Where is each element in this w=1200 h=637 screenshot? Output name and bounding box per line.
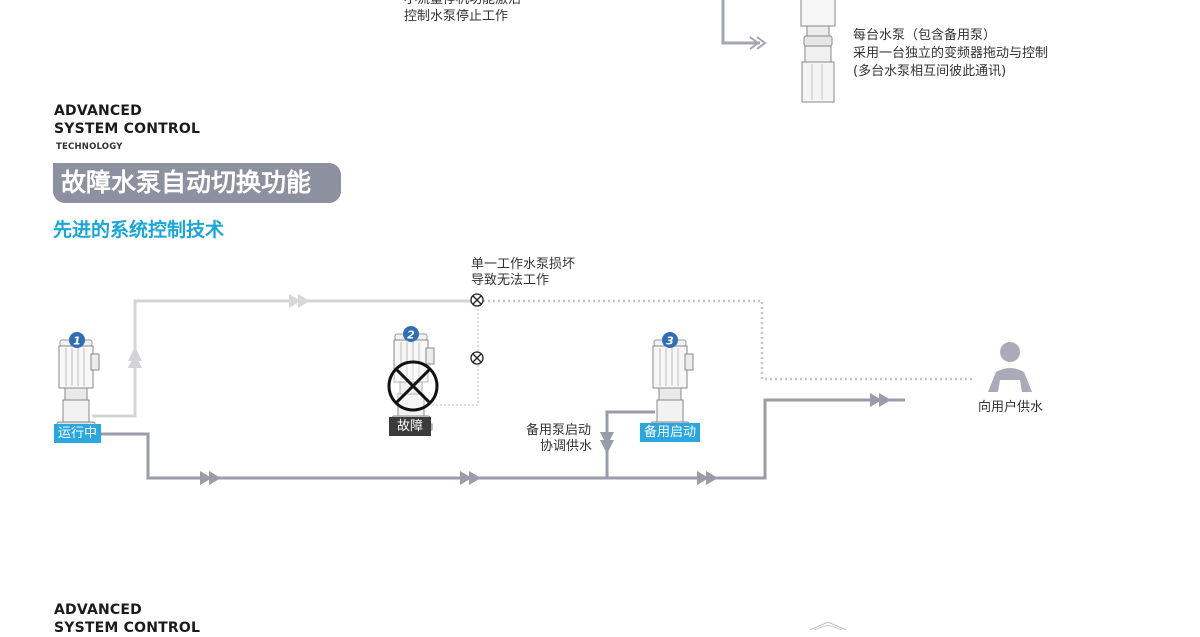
- section-title-pill: 故障水泵自动切换功能: [53, 163, 342, 203]
- arrow-right-dark-1: [200, 471, 221, 485]
- user-icon: [988, 342, 1032, 392]
- top-pipe-arrow: [749, 36, 767, 50]
- section-en-title-line2: SYSTEM CONTROL: [54, 121, 201, 137]
- top-pipe: [721, 0, 760, 45]
- arrow-right-dark-4: [870, 393, 891, 407]
- standby-note-line1: 备用泵启动: [526, 423, 592, 438]
- arrow-right-light: [289, 294, 310, 308]
- bottom-en-title-line2: SYSTEM CONTROL: [54, 620, 201, 636]
- pump-2-status-badge: 故障: [389, 417, 432, 436]
- pipe-lower-dark: [98, 398, 905, 480]
- pump-1-status-badge: 运行中: [54, 424, 102, 443]
- valve-x-icon-2: [470, 351, 484, 365]
- arrow-up-light: [128, 347, 142, 368]
- pump-1-icon: [54, 339, 100, 437]
- top-left-note-line1: 小流量停机功能激活: [404, 0, 521, 8]
- bottom-partial-shape: [809, 621, 847, 630]
- top-right-note-line1: 每台水泵（包含备用泵）: [853, 28, 997, 43]
- section-subtitle: 先进的系统控制技术: [53, 219, 225, 241]
- svg-text:2: 2: [407, 329, 415, 342]
- user-label: 向用户供水: [978, 400, 1044, 415]
- section-en-sub: TECHNOLOGY: [56, 142, 123, 152]
- top-right-note-line2: 采用一台独立的变频器拖动与控制: [853, 46, 1049, 61]
- standby-note-line2: 协调供水: [540, 439, 593, 454]
- arrow-right-dark-3: [697, 471, 718, 485]
- svg-text:3: 3: [666, 335, 674, 348]
- pipe-standby: [605, 410, 655, 478]
- failure-x-icon: [387, 360, 439, 412]
- pump-3-number-badge: 3: [662, 332, 678, 348]
- svg-text:1: 1: [73, 335, 81, 348]
- top-left-note-line2: 控制水泵停止工作: [404, 9, 509, 24]
- failure-note-line2: 导致无法工作: [471, 273, 550, 288]
- top-pump-icon: [800, 0, 836, 103]
- failure-note-line1: 单一工作水泵损坏: [471, 257, 576, 272]
- top-right-note-line3: (多台水泵相互间彼此通讯): [853, 64, 1007, 79]
- section-en-title-line1: ADVANCED: [54, 103, 142, 119]
- pipe-dotted-pump2: [432, 301, 479, 406]
- bottom-en-title-line1: ADVANCED: [54, 602, 142, 618]
- pump-3-status-badge: 备用启动: [640, 423, 701, 442]
- pump-1-number-badge: 1: [69, 332, 85, 348]
- pump-2-number-badge: 2: [403, 326, 419, 342]
- pump-3-icon: [648, 339, 694, 437]
- valve-x-icon-1: [470, 293, 484, 307]
- pipe-dotted-failed: [478, 299, 972, 381]
- arrow-right-dark-2: [460, 471, 481, 485]
- arrow-down-dark: [600, 432, 614, 454]
